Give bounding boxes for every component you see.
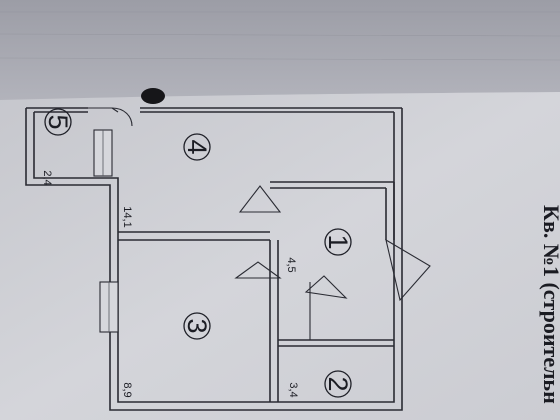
room-4-area: 14,1	[121, 206, 133, 227]
faded-grid-lines	[0, 11, 560, 61]
binder-hole	[141, 88, 165, 104]
door-room-5	[88, 107, 133, 127]
main-sheet	[0, 92, 560, 420]
door-room-1-bottom	[234, 261, 282, 279]
window-room-4	[93, 129, 113, 177]
room-2-area: 3,4	[287, 382, 299, 397]
room-3-number: 3	[182, 318, 212, 333]
interior-walls	[118, 181, 395, 402]
room-3-marker: 3	[182, 312, 212, 340]
room-1-marker: 1	[323, 228, 353, 256]
room-3-area: 8,9	[121, 382, 133, 397]
room-2-number: 2	[323, 376, 353, 391]
room-5-number: 5	[43, 114, 73, 129]
background-sheet	[0, 0, 560, 110]
room-2-marker: 2	[323, 370, 353, 398]
door-room-1-top	[238, 185, 282, 213]
room-1-number: 1	[323, 234, 353, 249]
window-room-3	[99, 281, 119, 333]
room-5-marker: 5	[43, 108, 73, 136]
door-right-hall	[385, 238, 431, 302]
room-1-area: 4,5	[285, 257, 297, 272]
door-room-2	[304, 275, 348, 299]
room-4-number: 4	[182, 139, 212, 154]
plan-title: Кв. №1 (строительн	[539, 205, 560, 404]
room-4-marker: 4	[182, 133, 212, 161]
room-5-area: 2,4	[41, 170, 53, 185]
